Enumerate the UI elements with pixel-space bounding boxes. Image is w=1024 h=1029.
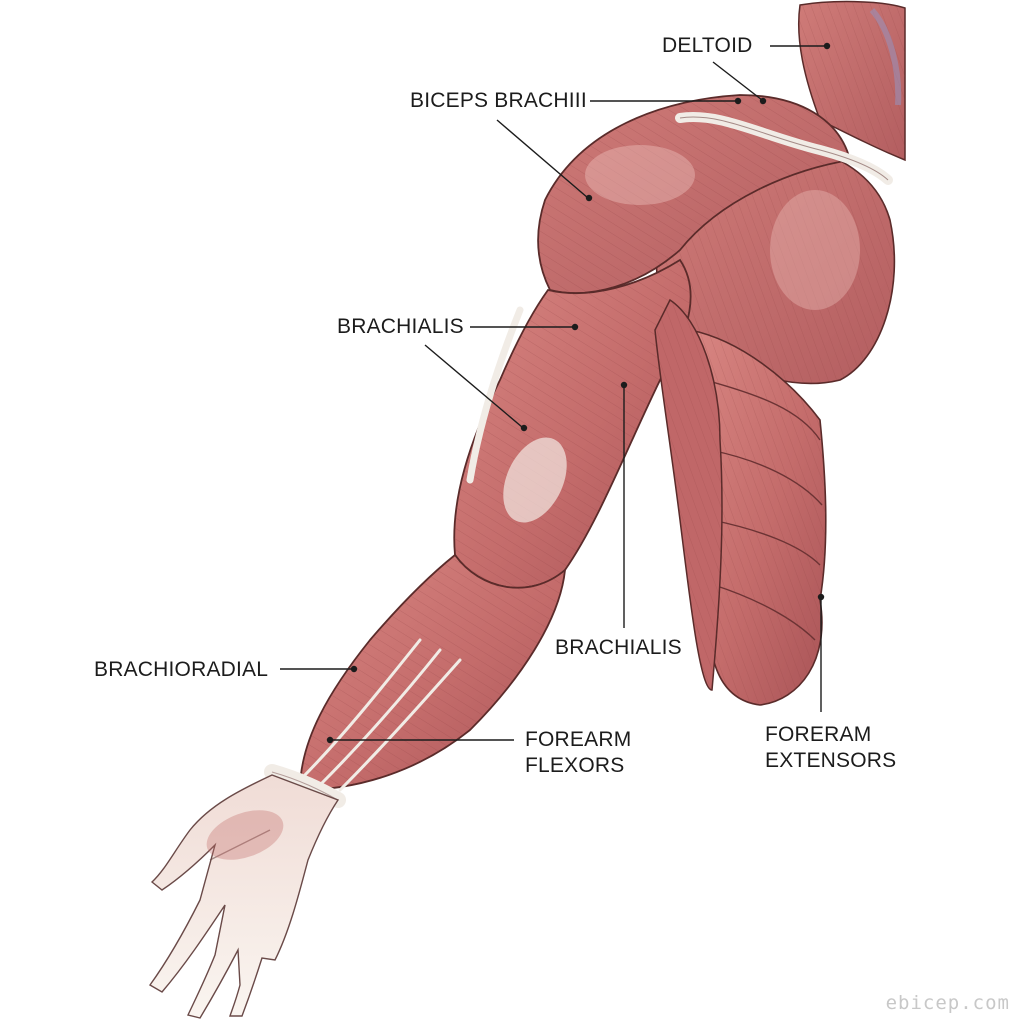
label-forearm-extensors-line1: FORERAM xyxy=(765,723,872,746)
label-brachialis-lower: BRACHIALIS xyxy=(555,636,682,659)
hand xyxy=(148,774,340,1019)
label-forearm-flexors-line2: FLEXORS xyxy=(525,754,625,777)
label-forearm-extensors-line2: EXTENSORS xyxy=(765,749,897,772)
leader-lines xyxy=(280,45,825,741)
elbow-tendon xyxy=(466,306,524,484)
watermark: ebicep.com xyxy=(885,992,1010,1014)
label-biceps-brachii: BICEPS BRACHIII xyxy=(410,89,587,112)
label-brachialis-upper: BRACHIALIS xyxy=(337,315,464,338)
label-brachioradial: BRACHIORADIAL xyxy=(94,658,269,681)
serratus-muscle xyxy=(689,329,827,706)
label-forearm-flexors-line1: FOREARM xyxy=(525,728,632,751)
label-deltoid: DELTOID xyxy=(662,34,753,57)
forearm-tendons xyxy=(298,638,462,792)
leader-dots xyxy=(326,42,831,744)
wrist-band xyxy=(264,764,346,808)
